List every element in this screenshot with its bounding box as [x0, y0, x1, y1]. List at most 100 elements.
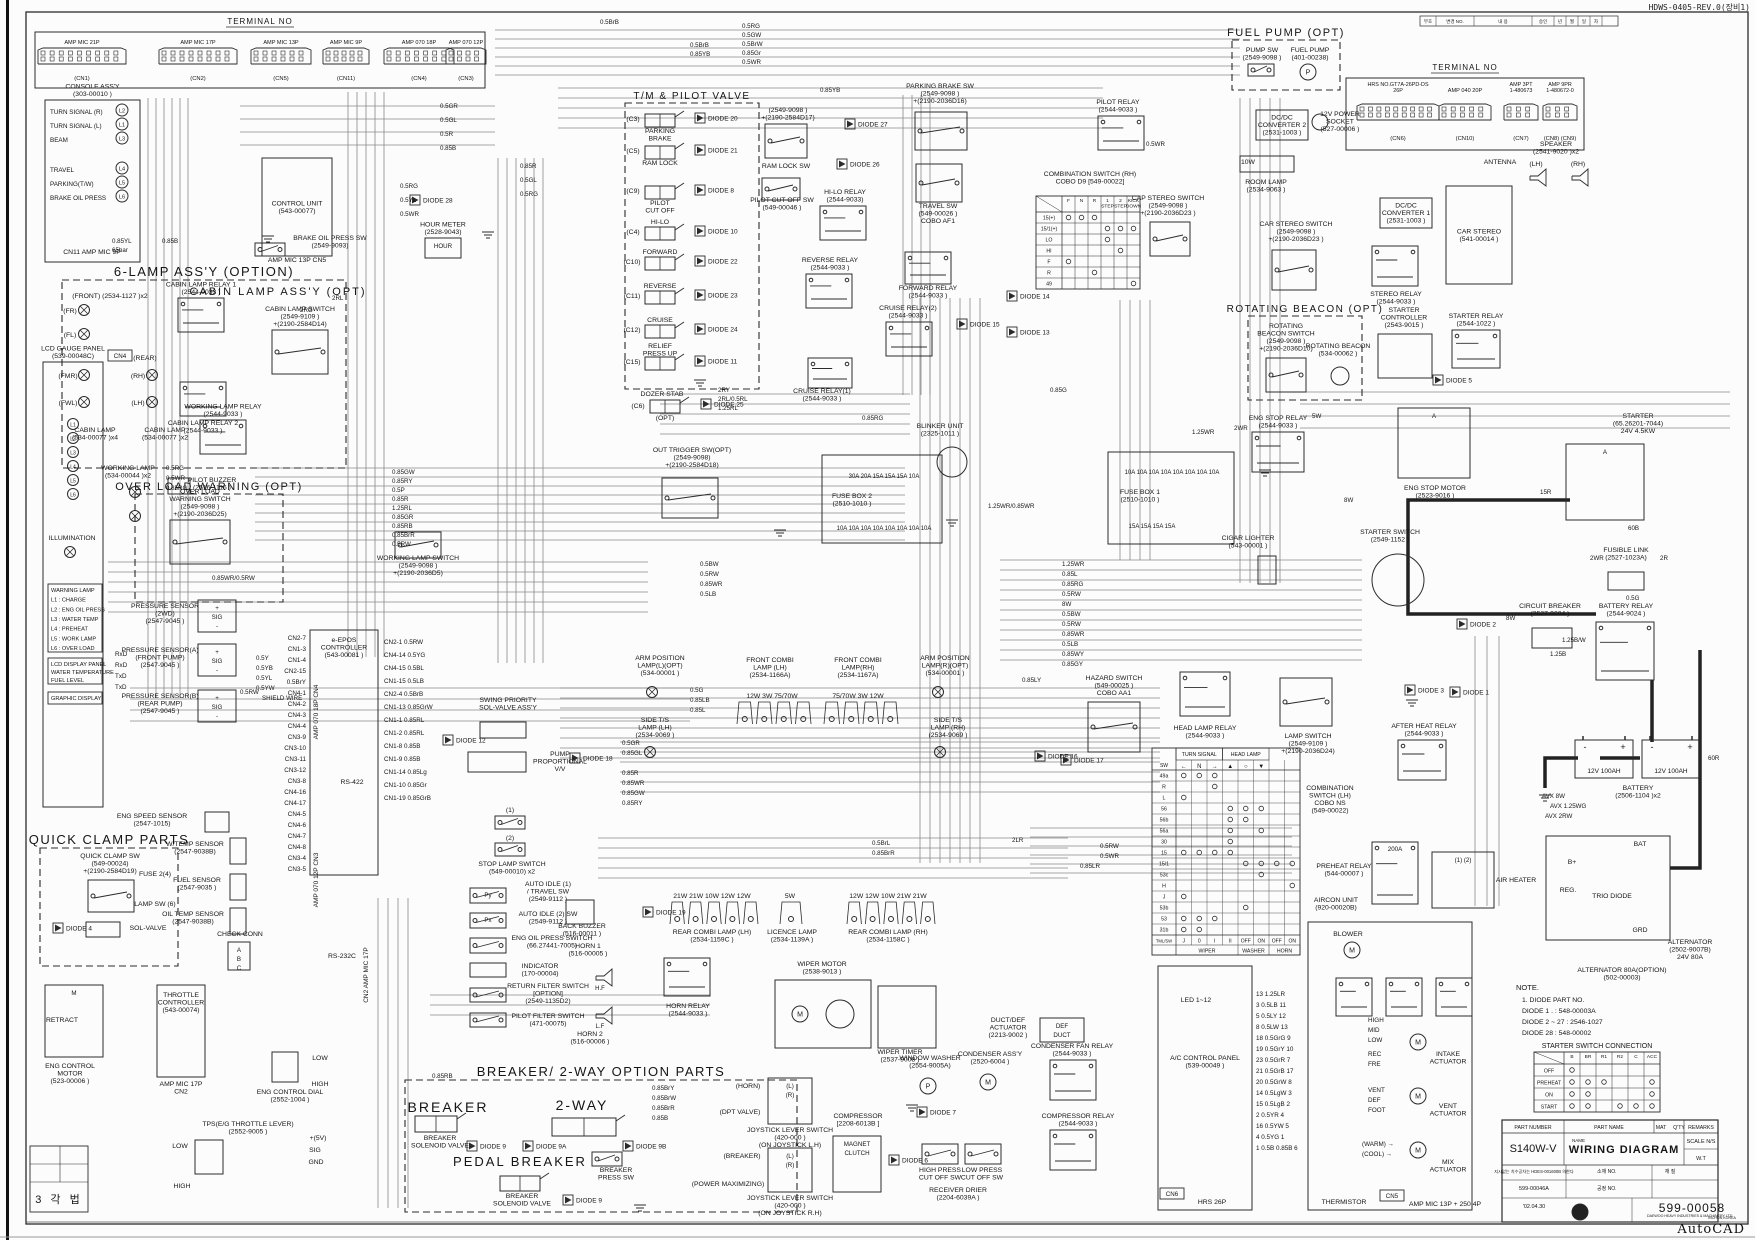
footer-cell: OFF [1272, 939, 1282, 945]
travel-sw: TRAVEL SW [919, 203, 958, 210]
col-r2: R2 [1617, 1054, 1623, 1060]
diode-25: DIODE 25 [714, 402, 744, 409]
lcd-display-panel: LCD DISPLAY PANEL [51, 662, 106, 668]
lcd-gauge-panel: LCD GAUGE PANEL [41, 346, 105, 353]
diode-symbol [445, 736, 452, 744]
circle [517, 847, 523, 852]
wire [475, 941, 500, 948]
box [921, 1143, 959, 1165]
box [694, 112, 706, 124]
polyline [862, 701, 879, 725]
turn-signal-l: TURN SIGNAL (L) [50, 123, 102, 130]
hrs-26p: HRS 26P [1198, 1199, 1227, 1206]
circle [498, 1017, 504, 1023]
battery-cable [1670, 650, 1702, 870]
circle [711, 916, 717, 922]
circle [1617, 1103, 1623, 1109]
box [694, 323, 706, 335]
circle [1454, 333, 1460, 339]
14-0-5lgw-3: 14 0.5LgW 3 [1256, 1090, 1292, 1097]
console-ass-y [44, 99, 141, 263]
circle [498, 893, 504, 898]
cn4-4: CN4-4 [288, 723, 307, 730]
wire-label-0-85gw: 0.85GW [622, 790, 645, 797]
brake-oil-press-sw: BRAKE OIL PRESS SW [293, 235, 367, 242]
sw-text: Px [484, 917, 492, 924]
section-title-6-lamp-ass-y-option: 6-LAMP ASS'Y (OPTION) [114, 264, 294, 279]
pin [95, 56, 100, 62]
wire [927, 1149, 952, 1157]
circle [115, 175, 129, 189]
combination-switch-rh: COMBINATION SWITCH (RH) [1044, 171, 1136, 178]
box [179, 381, 227, 417]
control-unit: CONTROL UNIT [272, 200, 323, 207]
rear: (REAR) [133, 355, 156, 362]
stop-lamp-switch: STOP LAMP SWITCH [478, 861, 545, 868]
item: - [1584, 742, 1587, 752]
gauge-pin-L2: L2 [70, 437, 76, 443]
circle [1065, 214, 1072, 221]
box [565, 899, 595, 925]
col-r: R [1093, 198, 1097, 204]
circle [979, 1073, 997, 1091]
wire-label-1-25wr: 1.25WR [1062, 561, 1085, 568]
horn-2: HORN 2 [577, 1031, 603, 1038]
polyline [779, 901, 803, 925]
wire-label-5w: 5W [1312, 413, 1321, 420]
circle [1438, 981, 1444, 987]
pin [1368, 112, 1373, 118]
rxd: RxD [115, 662, 128, 669]
side-t-s: SIDE T/S [934, 717, 963, 724]
box [888, 1154, 900, 1166]
fuse-box-1: FUSE BOX 1 [1120, 489, 1160, 496]
wire-label-0-5brb: 0.5BrB [600, 19, 619, 26]
box [1049, 1059, 1097, 1101]
combination-switch-rh: COBO D9 [549-00022] [1056, 179, 1125, 186]
scale: SCALE N/S [1687, 1139, 1716, 1145]
wire-label-0-85b: 0.85B [162, 238, 178, 245]
box [915, 163, 963, 203]
pin [349, 56, 355, 62]
wire-label-0-85gr: 0.85Gr [742, 50, 761, 57]
duct-def: ACTUATOR [990, 1025, 1027, 1032]
breaker: BREAKER [424, 1135, 457, 1142]
wire [80, 398, 88, 406]
8-0-5lw-13: 8 0.5LW 13 [1256, 1024, 1288, 1031]
l-f: L.F [596, 1024, 605, 1030]
eng-stop-motor: ENG STOP MOTOR [1404, 485, 1466, 492]
pin [298, 50, 304, 56]
pin [1410, 112, 1415, 118]
reverse-relay: (2544-9033 ) [811, 265, 850, 272]
fuse-box-2: FUSE BOX 2 [832, 493, 872, 500]
eng-oil-press-switch: ENG OIL PRESS SWITCH [512, 935, 593, 942]
window-washer: WINDOW WASHER [899, 1055, 960, 1062]
high: HIGH [174, 1183, 191, 1190]
diode-symbol [55, 924, 62, 932]
arrow-cell: ▼ [1258, 764, 1264, 770]
receiver-drier: RECEIVER DRIER [929, 1187, 987, 1194]
box [107, 349, 133, 362]
wire-label-0-5rw: 0.5RW [1062, 591, 1081, 598]
circle [888, 325, 894, 331]
circle [115, 161, 129, 175]
cn-label-cn2: (CN2) [190, 76, 206, 82]
row-53: 53 [1161, 917, 1167, 923]
circle [1268, 372, 1274, 378]
circle [64, 546, 76, 558]
section-title-breaker-2-way-option-parts: BREAKER/ 2-WAY OPTION PARTS [477, 1064, 726, 1079]
circle [1104, 236, 1111, 243]
cn-label-cn7: (CN7) [1513, 136, 1529, 142]
arrow-cell: ▲ [1227, 764, 1233, 770]
circle [1088, 1063, 1094, 1069]
cn4-17: CN4-17 [284, 800, 306, 807]
cn-label-cn4: (CN4) [411, 76, 427, 82]
box [1377, 333, 1433, 379]
box [1345, 77, 1585, 151]
box [642, 906, 654, 918]
console-pin-L3: L3 [119, 137, 125, 143]
wire-label-0-85yl: 0.85YL [112, 238, 132, 245]
circle [146, 369, 158, 381]
row-49: 49 [1046, 282, 1052, 288]
polyline [1438, 103, 1492, 121]
battery-cable [1543, 756, 1578, 788]
